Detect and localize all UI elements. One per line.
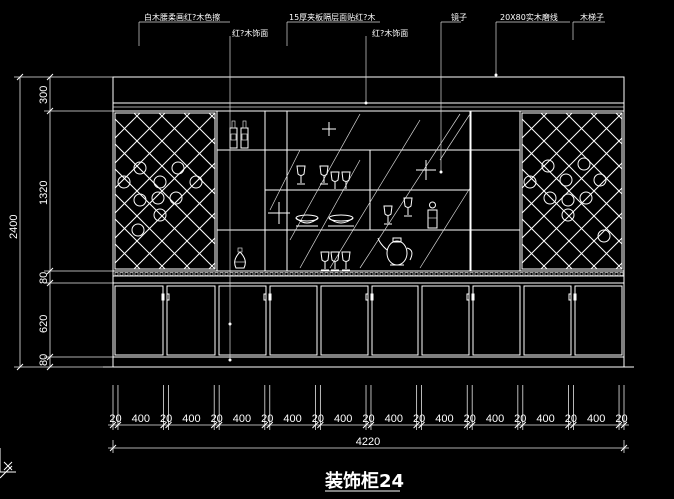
plates (295, 214, 354, 227)
bottle-pair (229, 120, 249, 149)
annotation-text: 15厚夹板隔层面贴红?木 (289, 12, 375, 22)
width-dim-label: 20 (565, 413, 577, 425)
height-dim-label: 1320 (38, 181, 50, 205)
width-dim-label: 400 (435, 413, 453, 425)
annotation-text: 20X80实木磨线 (500, 12, 558, 22)
width-dim-label: 400 (283, 413, 301, 425)
annotation-text: 白木腰柔画红?木色擦 (144, 12, 220, 22)
width-dim-label: 400 (385, 413, 403, 425)
height-dim-label: 80 (38, 354, 50, 366)
drawing-title: 装饰柜24 (325, 470, 404, 492)
height-dim-label: 80 (38, 272, 50, 284)
mirror-hatching (269, 113, 471, 269)
width-dim-label: 20 (615, 413, 627, 425)
vertical-dimension (14, 73, 113, 371)
width-dim-label: 20 (464, 413, 476, 425)
annotation-text: 镜子 (451, 12, 467, 22)
width-dim-label: 20 (211, 413, 223, 425)
lower-cabinet-doors (114, 285, 623, 356)
teapot (377, 237, 413, 266)
width-dim-label: 20 (413, 413, 425, 425)
width-dim-label: 20 (160, 413, 172, 425)
width-dim-label: 20 (109, 413, 121, 425)
width-dim-label: 20 (312, 413, 324, 425)
width-dim-label: 20 (514, 413, 526, 425)
wine-rack-left (114, 112, 216, 270)
width-dim-label: 400 (486, 413, 504, 425)
crosshair-marks (268, 122, 436, 224)
width-dim-label: 400 (536, 413, 554, 425)
width-dim-label: 400 (334, 413, 352, 425)
horizontal-dimension: 20 400 20 400 20 400 20 400 20 400 20 400 20 400 20 400… (108, 385, 629, 453)
width-dim-label: 400 (182, 413, 200, 425)
total-width-label: 4220 (356, 436, 380, 448)
ucs-icon (0, 448, 16, 479)
width-dim-label: 400 (132, 413, 150, 425)
wine-rack-right (521, 112, 623, 270)
vase (234, 247, 246, 269)
annotation-text: 木梯子 (580, 12, 604, 22)
pepper-mill (427, 201, 438, 229)
width-dim-label: 400 (587, 413, 605, 425)
width-dim-label: 20 (362, 413, 374, 425)
dentil-band (114, 272, 624, 276)
annotation-leaders (138, 21, 605, 362)
height-dim-label: 620 (38, 315, 50, 333)
wine-glasses (296, 165, 413, 271)
total-height-label: 2400 (8, 215, 20, 239)
width-dim-label: 20 (261, 413, 273, 425)
height-dim-label: 300 (38, 86, 50, 104)
cabinet-outline (103, 76, 634, 368)
center-display (216, 110, 521, 272)
annotation-text: 红?木饰面 (372, 28, 408, 38)
width-dim-label: 400 (233, 413, 251, 425)
annotation-text: 红?木饰面 (232, 28, 268, 38)
